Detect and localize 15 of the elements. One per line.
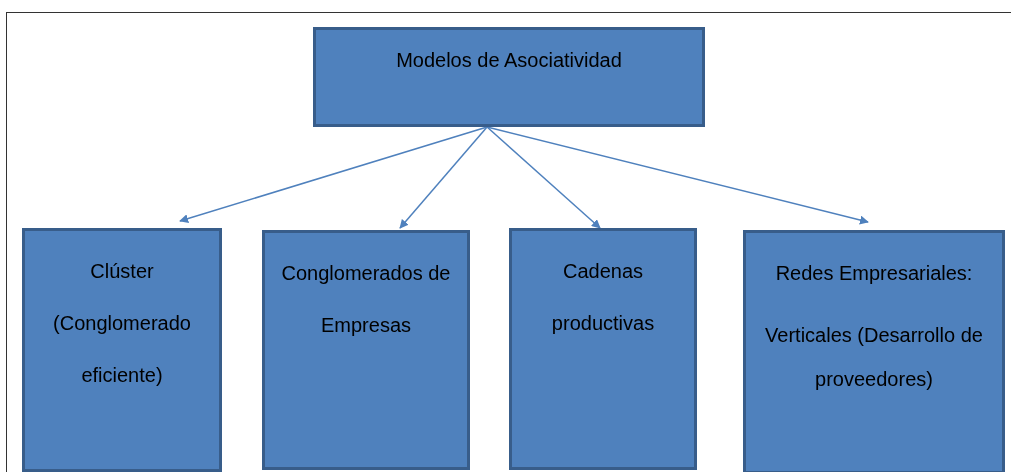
box-text: Clúster (Conglomerado eficiente) <box>52 259 192 388</box>
arrow <box>486 126 869 225</box>
box-text: Cadenas productivas <box>550 259 656 336</box>
title-box <box>313 27 705 127</box>
category-box <box>509 228 697 470</box>
box-text: Redes Empresariales: <box>774 261 974 286</box>
arrow <box>399 126 488 229</box>
category-box <box>22 228 222 472</box>
category-box <box>262 230 470 470</box>
arrow <box>486 126 601 229</box>
category-box <box>743 230 1005 472</box>
box-text: Conglomerados de Empresas <box>280 261 452 338</box>
arrow <box>179 126 488 223</box>
box-text: Modelos de Asociatividad <box>395 48 623 73</box>
box-text: Verticales (Desarrollo de proveedores) <box>764 323 984 392</box>
